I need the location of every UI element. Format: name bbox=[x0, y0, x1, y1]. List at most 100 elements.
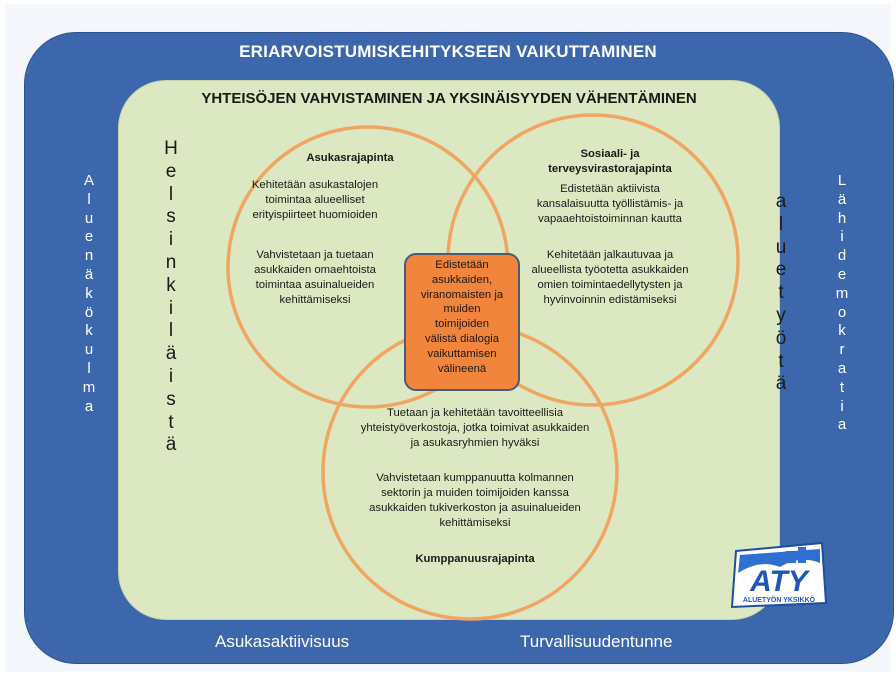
vertical-letter: k bbox=[838, 322, 846, 340]
sosiaali-heading: Sosiaali- ja terveysvirastorajapinta bbox=[520, 147, 700, 177]
text-line: ja asukasryhmien hyväksi bbox=[410, 437, 540, 449]
text-line: omien toimintaedellytysten ja bbox=[537, 279, 683, 291]
vertical-letter: l bbox=[87, 190, 91, 208]
vertical-letter: e bbox=[165, 160, 177, 182]
vertical-letter: k bbox=[85, 322, 93, 340]
vertical-letter: n bbox=[165, 251, 177, 273]
text-line: muiden bbox=[443, 303, 481, 316]
vertical-letter: a bbox=[775, 191, 787, 212]
vertical-letter: i bbox=[168, 365, 174, 387]
vertical-letter: e bbox=[775, 259, 787, 281]
text-line: Edistetään bbox=[435, 259, 489, 271]
logo-subtext: ALUETYÖN YKSIKKÖ bbox=[743, 595, 816, 604]
text-line: alueellista työotetta asukkaiden bbox=[531, 264, 689, 276]
vertical-letter: L bbox=[837, 172, 847, 189]
vertical-letter: ä bbox=[775, 373, 787, 395]
vertical-letter: i bbox=[168, 229, 174, 251]
bottom-label-turvallisuudentunne: Turvallisuudentunne bbox=[520, 632, 673, 651]
vertical-letter: ä bbox=[165, 434, 177, 456]
vertical-letter: r bbox=[839, 341, 845, 359]
kumppanuus-heading: Kumppanuusrajapinta bbox=[415, 553, 535, 565]
vertical-letter: H bbox=[164, 138, 178, 159]
vertical-letter: t bbox=[839, 378, 845, 396]
vertical-letter: l bbox=[778, 213, 784, 235]
vertical-letter: l bbox=[168, 183, 174, 205]
vertical-letter: A bbox=[83, 172, 94, 189]
vertical-letter: h bbox=[837, 209, 847, 227]
vertical-letter: k bbox=[85, 284, 93, 302]
text-line: asukkaiden, bbox=[431, 273, 493, 286]
sosiaali-paragraph-2: Kehitetään jalkautuvaa ja alueellista työ… bbox=[500, 248, 720, 308]
text-line: kansalaisuutta työllistämis- ja bbox=[536, 198, 684, 210]
asukas-paragraph-1: Kehitetään asukastalojen toimintaa alueel… bbox=[220, 178, 410, 223]
vertical-letter: e bbox=[837, 265, 847, 283]
vertical-letter: ö bbox=[775, 327, 787, 349]
text-line: asukkaiden omaehtoista bbox=[254, 264, 376, 276]
vertical-letter: t bbox=[778, 282, 784, 304]
vertical-letter: k bbox=[166, 274, 176, 296]
vertical-letter: ä bbox=[837, 190, 847, 208]
vertical-letter: e bbox=[84, 228, 94, 246]
outer-title: ERIARVOISTUMISKEHITYKSEEN VAIKUTTAMINEN bbox=[239, 42, 657, 61]
text-line: välineenä bbox=[437, 362, 487, 375]
aty-logo: ATY ALUETYÖN YKSIKKÖ bbox=[730, 541, 828, 609]
text-line: välistä dialogia bbox=[424, 332, 500, 345]
vertical-letter: ä bbox=[84, 265, 94, 283]
vertical-letter: ä bbox=[165, 343, 177, 365]
text-line: kehittämiseksi bbox=[279, 294, 351, 306]
vertical-letter: i bbox=[840, 228, 844, 246]
text-line: asukkaiden tukiverkoston ja asuinalueide… bbox=[369, 502, 581, 514]
vertical-letter: y bbox=[776, 304, 786, 326]
bottom-label-asukasaktiivisuus: Asukasaktiivisuus bbox=[215, 632, 350, 651]
asukas-paragraph-2: Vahvistetaan ja tuetaan asukkaiden omaeht… bbox=[220, 248, 410, 308]
logo-text: ATY bbox=[749, 565, 811, 598]
text-line: toimintaa alueelliset bbox=[265, 194, 365, 206]
vertical-letter: m bbox=[835, 284, 849, 302]
text-line: Kehitetään asukastalojen bbox=[251, 179, 379, 191]
vertical-letter: t bbox=[168, 411, 174, 433]
vertical-letter: i bbox=[168, 297, 174, 319]
text-line: Kehitetään jalkautuvaa ja bbox=[546, 249, 674, 261]
text-line: toimijoiden bbox=[434, 318, 489, 331]
center-box bbox=[404, 253, 520, 391]
vertical-letter: l bbox=[87, 359, 91, 377]
text-line: Vahvistetaan ja tuetaan bbox=[256, 249, 374, 261]
vertical-letter: ö bbox=[84, 303, 94, 321]
vertical-letter: a bbox=[84, 397, 94, 415]
text-line: sektorin ja muiden toimijoiden kanssa bbox=[381, 487, 569, 499]
center-text-dialogi: Edistetään asukkaiden, viranomaisten ja mui… bbox=[410, 258, 514, 376]
vertical-letter: s bbox=[166, 388, 176, 410]
text-line: viranomaisten ja bbox=[420, 288, 504, 301]
vertical-letter: d bbox=[837, 247, 847, 265]
text-line: hyvinvoinnin edistämiseksi bbox=[543, 294, 677, 306]
asukas-heading: Asukasrajapinta bbox=[306, 152, 394, 164]
text-line: Tuetaan ja kehitetään tavoitteellisia bbox=[386, 407, 564, 419]
vertical-letter: s bbox=[166, 206, 176, 228]
vertical-letter: t bbox=[778, 350, 784, 372]
vertical-letter: u bbox=[84, 209, 94, 227]
sosiaali-paragraph-1: Edistetään aktiivista kansalaisuutta työl… bbox=[500, 182, 720, 227]
text-line: kehittämiseksi bbox=[439, 517, 511, 529]
text-line: Vahvistetaan kumppanuutta kolmannen bbox=[376, 472, 574, 484]
vertical-letter: n bbox=[84, 247, 94, 265]
text-line: terveysvirastorajapinta bbox=[548, 163, 672, 175]
vertical-letter: l bbox=[168, 320, 174, 342]
text-line: Sosiaali- ja bbox=[580, 148, 640, 160]
vertical-letter: u bbox=[84, 341, 94, 359]
text-line: Edistetään aktiivista bbox=[560, 183, 660, 195]
vertical-letter: u bbox=[775, 236, 787, 258]
vertical-letter: m bbox=[82, 378, 96, 396]
kumppanuus-paragraph-2: Vahvistetaan kumppanuutta kolmannen sekto… bbox=[340, 471, 610, 531]
kumppanuus-paragraph-1: Tuetaan ja kehitetään tavoitteellisia yht… bbox=[340, 406, 610, 451]
text-line: erityispiirteet huomioiden bbox=[252, 209, 378, 221]
text-line: toimintaa asuinalueiden bbox=[255, 279, 375, 291]
vertical-letter: i bbox=[840, 397, 844, 415]
text-line: yhteistyöverkostoja, jotka toimivat asuk… bbox=[360, 422, 590, 434]
text-line: vapaaehtoistoiminnan kautta bbox=[538, 213, 682, 225]
vertical-letter: a bbox=[837, 359, 847, 377]
text-line: vaikuttamisen bbox=[427, 347, 497, 360]
